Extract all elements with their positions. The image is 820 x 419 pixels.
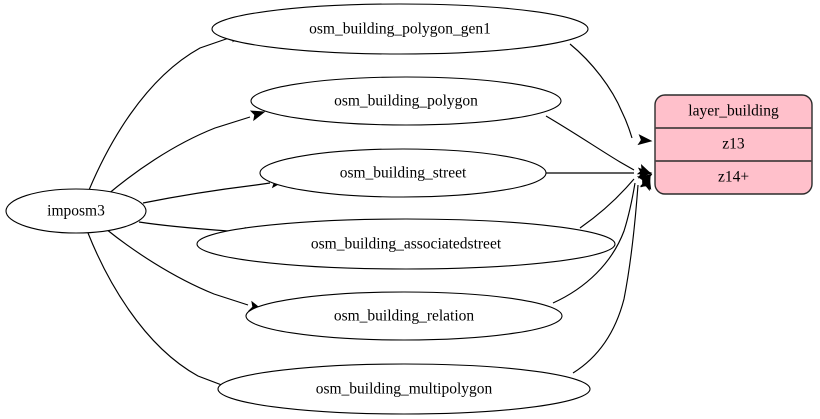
- edge-imposm3-to-osm-building-relation: [105, 228, 264, 315]
- node-osm-building-relation-label: osm_building_relation: [334, 308, 475, 325]
- edge-imposm3-to-osm-building-polygon: [106, 107, 266, 196]
- edge-osm-building-associatedstreet-to-layer-z14: [579, 170, 654, 229]
- node-osm-building-polygon-gen1-label: osm_building_polygon_gen1: [309, 21, 491, 38]
- node-osm-building-polygon[interactable]: osm_building_polygon: [250, 76, 562, 126]
- node-imposm3[interactable]: imposm3: [5, 188, 147, 234]
- node-imposm3-label: imposm3: [47, 203, 105, 220]
- edge-group-source-to-tables: [87, 28, 286, 396]
- node-osm-building-polygon-gen1[interactable]: osm_building_polygon_gen1: [211, 3, 589, 55]
- node-layer-building[interactable]: layer_building z13 z14+: [654, 94, 813, 195]
- edge-imposm3-to-osm-building-multipolygon: [87, 232, 244, 396]
- edge-osm-building-polygon-gen1-to-layer-z13: [569, 43, 652, 147]
- edge-imposm3-to-osm-building-street: [142, 175, 286, 204]
- edge-osm-building-polygon-to-layer-z14: [545, 115, 654, 179]
- node-osm-building-street-label: osm_building_street: [340, 165, 467, 182]
- node-osm-building-polygon-label: osm_building_polygon: [334, 93, 478, 110]
- edge-group-tables-to-layer: [545, 43, 655, 374]
- node-osm-building-associatedstreet-label: osm_building_associatedstreet: [311, 236, 502, 253]
- node-osm-building-street[interactable]: osm_building_street: [259, 148, 547, 198]
- edge-osm-building-street-to-layer-z14: [546, 167, 652, 179]
- node-osm-building-multipolygon[interactable]: osm_building_multipolygon: [217, 363, 591, 415]
- layer-building-title-label: layer_building: [688, 103, 779, 120]
- arrow-head-icon: [638, 134, 652, 147]
- node-osm-building-associatedstreet[interactable]: osm_building_associatedstreet: [196, 218, 616, 270]
- edge-imposm3-to-osm-building-polygon-gen1: [88, 28, 245, 191]
- layer-building-row-z13-label: z13: [722, 136, 745, 153]
- node-osm-building-multipolygon-label: osm_building_multipolygon: [316, 381, 493, 398]
- node-osm-building-relation[interactable]: osm_building_relation: [245, 291, 563, 341]
- edge-osm-building-multipolygon-to-layer-z14: [572, 174, 654, 374]
- edge-osm-building-relation-to-layer-z14: [552, 174, 655, 304]
- layer-building-row-z14-label: z14+: [718, 169, 749, 186]
